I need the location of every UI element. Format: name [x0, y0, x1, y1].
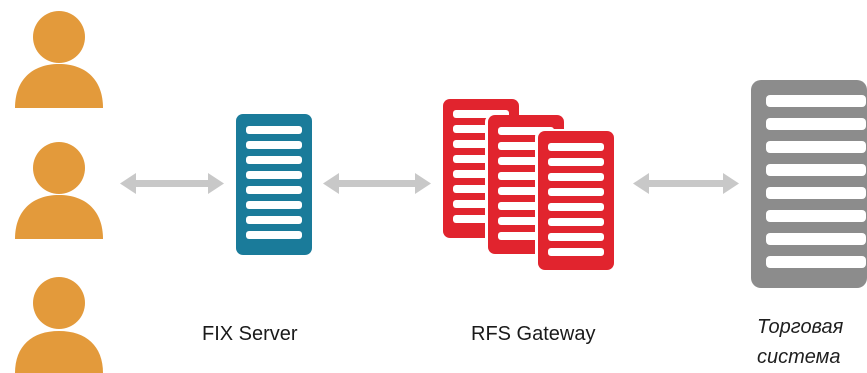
rfs-gateway-label: RFS Gateway — [471, 323, 596, 345]
bidirectional-arrow — [633, 173, 739, 194]
user-icon — [15, 142, 103, 239]
trading-system-label-line1: Торговая — [757, 316, 844, 338]
bidirectional-arrow — [323, 173, 431, 194]
rfs-gateway-server-stack-icon — [443, 99, 615, 272]
user-icon — [15, 11, 103, 108]
fix-server-label: FIX Server — [202, 323, 298, 345]
trading-system-label-line2: система — [757, 346, 841, 368]
trading-system-server-icon — [751, 80, 867, 288]
fix-server-icon — [236, 114, 312, 255]
rfs-server-front — [535, 129, 615, 272]
user-icon — [15, 277, 103, 373]
trading-system-label: Торговая система — [757, 312, 843, 372]
bidirectional-arrow — [120, 173, 224, 194]
